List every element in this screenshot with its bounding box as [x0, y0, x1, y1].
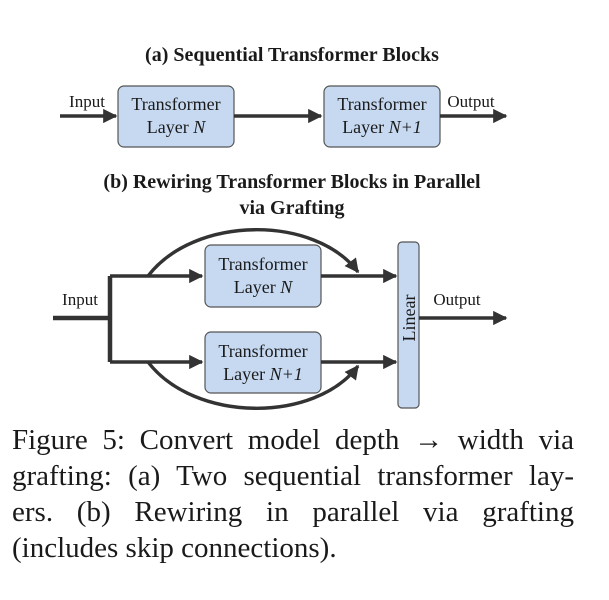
- panel-a-title: (a) Sequential Transformer Blocks: [145, 44, 439, 66]
- caption-line: (includes skip connections).: [12, 532, 337, 564]
- panel-b-linear-block: Linear: [397, 241, 420, 409]
- panel-b-title-line2: via Grafting: [240, 197, 345, 219]
- grafting-diagram: (a) Sequential Transformer Blocks Input …: [53, 44, 508, 410]
- panel-a-transformer-layer-n: Transformer Layer N: [117, 85, 235, 148]
- panel-a-output-label: Output: [447, 92, 495, 111]
- panel-b-input-label: Input: [62, 290, 98, 309]
- box-line1: Transformer: [218, 341, 307, 361]
- box-line2: Layer N: [234, 277, 293, 297]
- box-line1: Transformer: [131, 94, 220, 114]
- panel-b-upper-skip-arrow: [146, 228, 360, 278]
- panel-b-title-line1: (b) Rewiring Transformer Blocks in Paral…: [103, 171, 481, 193]
- panel-b-transformer-layer-n-plus-1: Transformer Layer N+1: [204, 331, 322, 394]
- panel-b-transformer-layer-n: Transformer Layer N: [204, 244, 322, 308]
- box-line1: Transformer: [337, 94, 426, 114]
- box-line2: Layer N+1: [223, 364, 303, 384]
- panel-a-input-label: Input: [69, 92, 105, 111]
- box-line1: Transformer: [218, 254, 307, 274]
- box-line2: Layer N: [147, 117, 206, 137]
- caption-line: ers. (b) Rewiring in parallel via grafti…: [12, 496, 574, 528]
- panel-b-output-label: Output: [433, 290, 481, 309]
- panel-a-transformer-layer-n-plus-1: Transformer Layer N+1: [323, 85, 441, 148]
- box-line2: Layer N+1: [342, 117, 422, 137]
- panel-b-lower-skip-arrow: [146, 360, 360, 410]
- linear-label: Linear: [399, 295, 419, 342]
- figure-caption: Figure 5: Convert model depth → width vi…: [12, 422, 574, 566]
- caption-line: Figure 5: Convert model depth → width vi…: [12, 424, 574, 456]
- caption-line: grafting: (a) Two sequential transformer…: [12, 460, 574, 492]
